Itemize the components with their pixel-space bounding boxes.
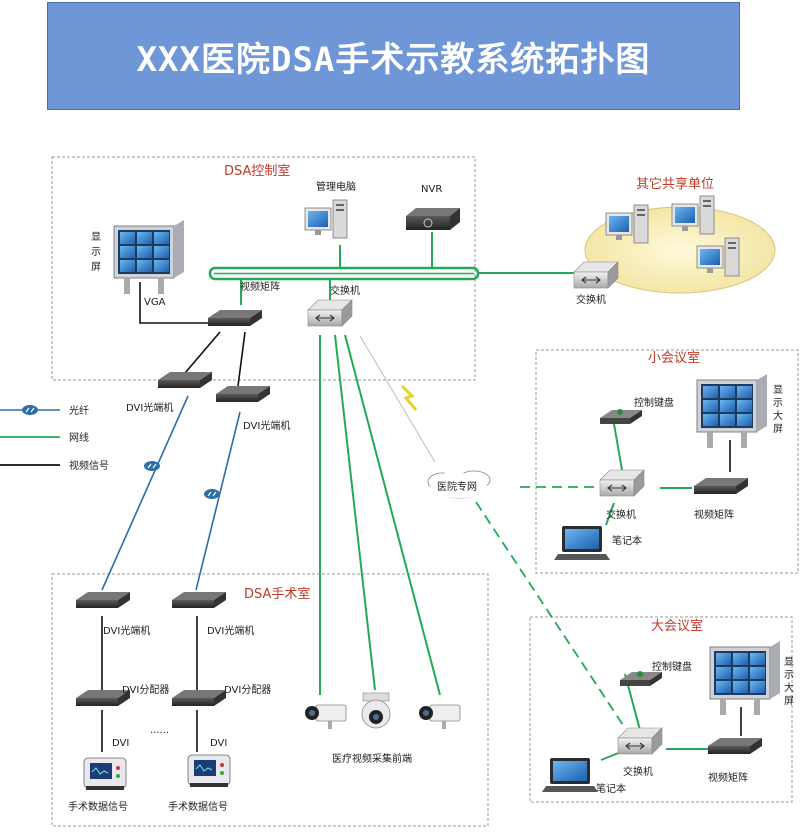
mgmt-pc-label: 管理电脑: [316, 180, 356, 193]
patient-monitor-icon: [83, 757, 127, 791]
dome-camera-icon: [361, 692, 391, 729]
dvi-optical-icon: [172, 592, 226, 608]
meeting-matrix-icon: [708, 738, 762, 754]
dvi-optical-icon: [76, 592, 130, 608]
large-meeting-label: 大会议室: [651, 618, 703, 634]
dvi-optical-label: DVI光端机: [243, 419, 290, 432]
camera-icon: [304, 704, 347, 730]
video-links: [101, 282, 742, 752]
display-char: 示: [784, 670, 794, 681]
laptop-label: 笔记本: [596, 782, 626, 795]
nvr-label: NVR: [421, 184, 442, 195]
meeting-matrix-label: 视频矩阵: [694, 508, 734, 521]
display-char: 显: [773, 384, 783, 396]
legend-video-label: 视频信号: [69, 459, 109, 472]
display-char: 示: [91, 247, 101, 258]
meeting-wall-icon: [709, 640, 781, 716]
laptop-label: 笔记本: [612, 534, 642, 547]
control-room-label: DSA控制室: [224, 163, 290, 179]
patient-monitor-icon: [187, 754, 231, 788]
meeting-switch-icon: [599, 469, 645, 497]
wireless-link: [359, 335, 436, 463]
control-keyboard-icon: [620, 671, 662, 686]
hospital-net-label: 医院专网: [437, 480, 477, 493]
mgmt-pc-icon: [304, 199, 348, 239]
meeting-switch-label: 交换机: [623, 765, 653, 778]
core-switch-icon: [307, 299, 353, 327]
fiber-links: [101, 395, 241, 591]
control-keyboard-icon: [600, 409, 642, 424]
display-char: 屏: [784, 695, 794, 707]
camera-icon: [418, 704, 461, 730]
display-char: 大: [784, 681, 794, 694]
dvi-optical-label: DVI光端机: [126, 401, 173, 414]
video-matrix-label: 视频矩阵: [240, 280, 280, 293]
dvi-splitter-label: DVI分配器: [122, 684, 169, 696]
control-keyboard-label: 控制键盘: [652, 660, 692, 673]
dvi-optical-icon: [216, 386, 270, 402]
other-units-label: 其它共享单位: [636, 176, 714, 192]
legend-network-label: 网线: [69, 431, 89, 444]
meeting-switch-icon: [617, 727, 663, 755]
legend-fiber-label: 光纤: [69, 404, 89, 417]
control-room-frame: [51, 156, 476, 381]
control-keyboard-label: 控制键盘: [634, 396, 674, 409]
vga-label: VGA: [144, 297, 166, 308]
fiber-icon: [203, 488, 221, 500]
dvi-label: DVI: [112, 738, 129, 749]
surgery-room-label: DSA手术室: [244, 586, 310, 602]
video-matrix-icon: [208, 310, 262, 326]
display-char: 显: [91, 231, 101, 243]
meeting-wall-icon: [696, 373, 768, 449]
dvi-splitter-icon: [172, 690, 226, 706]
display-char: 大: [773, 409, 783, 422]
display-char: 屏: [773, 423, 783, 435]
camera-front-label: 医疗视频采集前端: [332, 752, 412, 765]
surgery-signal-label: 手术数据信号: [168, 800, 228, 813]
small-meeting-frame: [535, 349, 799, 574]
video-wall-icon: [113, 219, 185, 295]
meeting-matrix-label: 视频矩阵: [708, 771, 748, 784]
dvi-optical-label: DVI光端机: [103, 624, 150, 637]
dvi-label: DVI: [210, 738, 227, 749]
surgery-signal-label: 手术数据信号: [68, 800, 128, 813]
dvi-optical-label: DVI光端机: [207, 624, 254, 637]
fiber-icon: [143, 460, 161, 472]
surgery-room-frame: [51, 573, 489, 827]
shared-switch-label: 交换机: [576, 293, 606, 306]
meeting-switch-label: 交换机: [606, 508, 636, 521]
dvi-splitter-label: DVI分配器: [224, 684, 271, 696]
dvi-optical-icon: [158, 372, 212, 388]
title-banner: XXX医院DSA手术示教系统拓扑图: [47, 2, 740, 110]
laptop-icon: [554, 526, 610, 560]
legend: 光纤 网线 视频信号: [0, 404, 109, 472]
display-char: 显: [784, 656, 794, 668]
net-links: [240, 232, 710, 761]
lightning-icon: [400, 384, 418, 411]
display-char: 示: [773, 398, 783, 409]
nvr-icon: [406, 208, 460, 230]
page-title: XXX医院DSA手术示教系统拓扑图: [136, 39, 651, 80]
large-meeting-frame: [529, 616, 793, 803]
display-char: 屏: [91, 261, 101, 273]
wan-links: [475, 486, 626, 729]
small-meeting-label: 小会议室: [648, 350, 700, 366]
shared-switch-icon: [573, 261, 619, 289]
ellipsis-label: ......: [150, 725, 169, 736]
core-switch-label: 交换机: [330, 284, 360, 297]
laptop-icon: [542, 758, 598, 792]
meeting-matrix-icon: [694, 478, 748, 494]
